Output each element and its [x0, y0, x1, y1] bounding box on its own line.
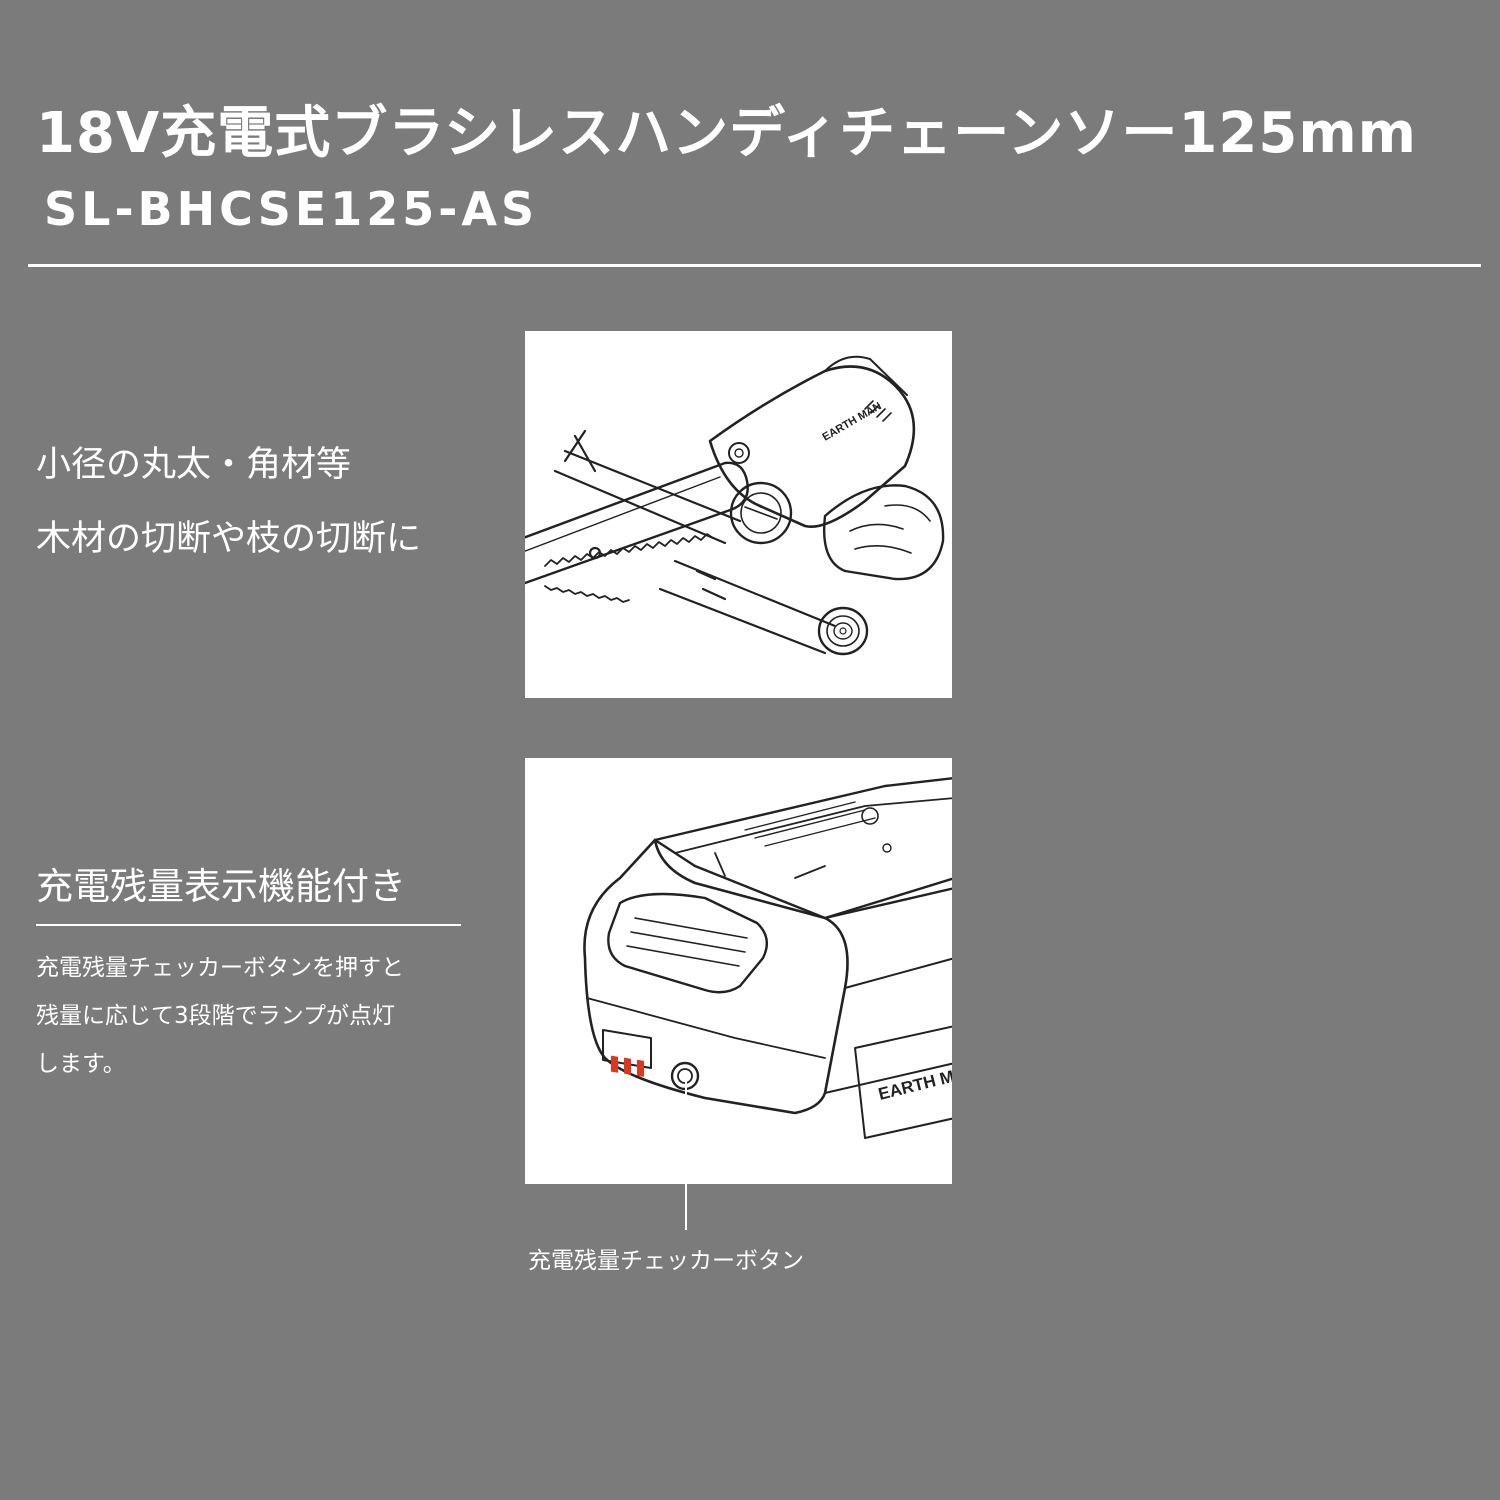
- battery-grip: [607, 892, 769, 994]
- checker-button-callout-label: 充電残量チェッカーボタン: [528, 1248, 804, 1274]
- battery-body: [583, 838, 849, 1115]
- cutting-feature-line: 小径の丸太・角材等: [36, 445, 352, 485]
- chainsaw-body: [708, 365, 916, 528]
- log-end: [817, 606, 869, 656]
- page-title: 18V充電式ブラシレスハンディチェーンソー125mm: [36, 101, 1418, 166]
- cutting-feature-text: 小径の丸太・角材等 木材の切断や枝の切断に: [36, 428, 421, 576]
- battery-description-line: 充電残量チェッカーボタンを押すと: [36, 955, 404, 981]
- chain-teeth: [544, 533, 714, 603]
- battery-feature-divider: [36, 924, 461, 926]
- hand: [823, 484, 945, 581]
- chainsaw-brand-label: EARTH MAN: [821, 400, 884, 443]
- guide-bar: [525, 461, 749, 585]
- battery-description-line: します。: [36, 1051, 126, 1077]
- battery-feature-heading: 充電残量表示機能付き: [36, 865, 406, 908]
- header-divider: [28, 264, 1481, 267]
- battery-illustration: EARTH M: [525, 758, 952, 1184]
- charge-indicator-lamps: [611, 1055, 644, 1077]
- chainsaw-illustration: EARTH MAN: [525, 331, 952, 698]
- battery-description-line: 残量に応じて3段階でランプが点灯: [36, 1003, 395, 1029]
- model-number: SL-BHCSE125-AS: [44, 182, 539, 236]
- callout-line: [685, 1078, 687, 1230]
- battery-feature-description: 充電残量チェッカーボタンを押すと 残量に応じて3段階でランプが点灯 します。: [36, 944, 404, 1088]
- cutting-feature-line: 木材の切断や枝の切断に: [36, 519, 422, 559]
